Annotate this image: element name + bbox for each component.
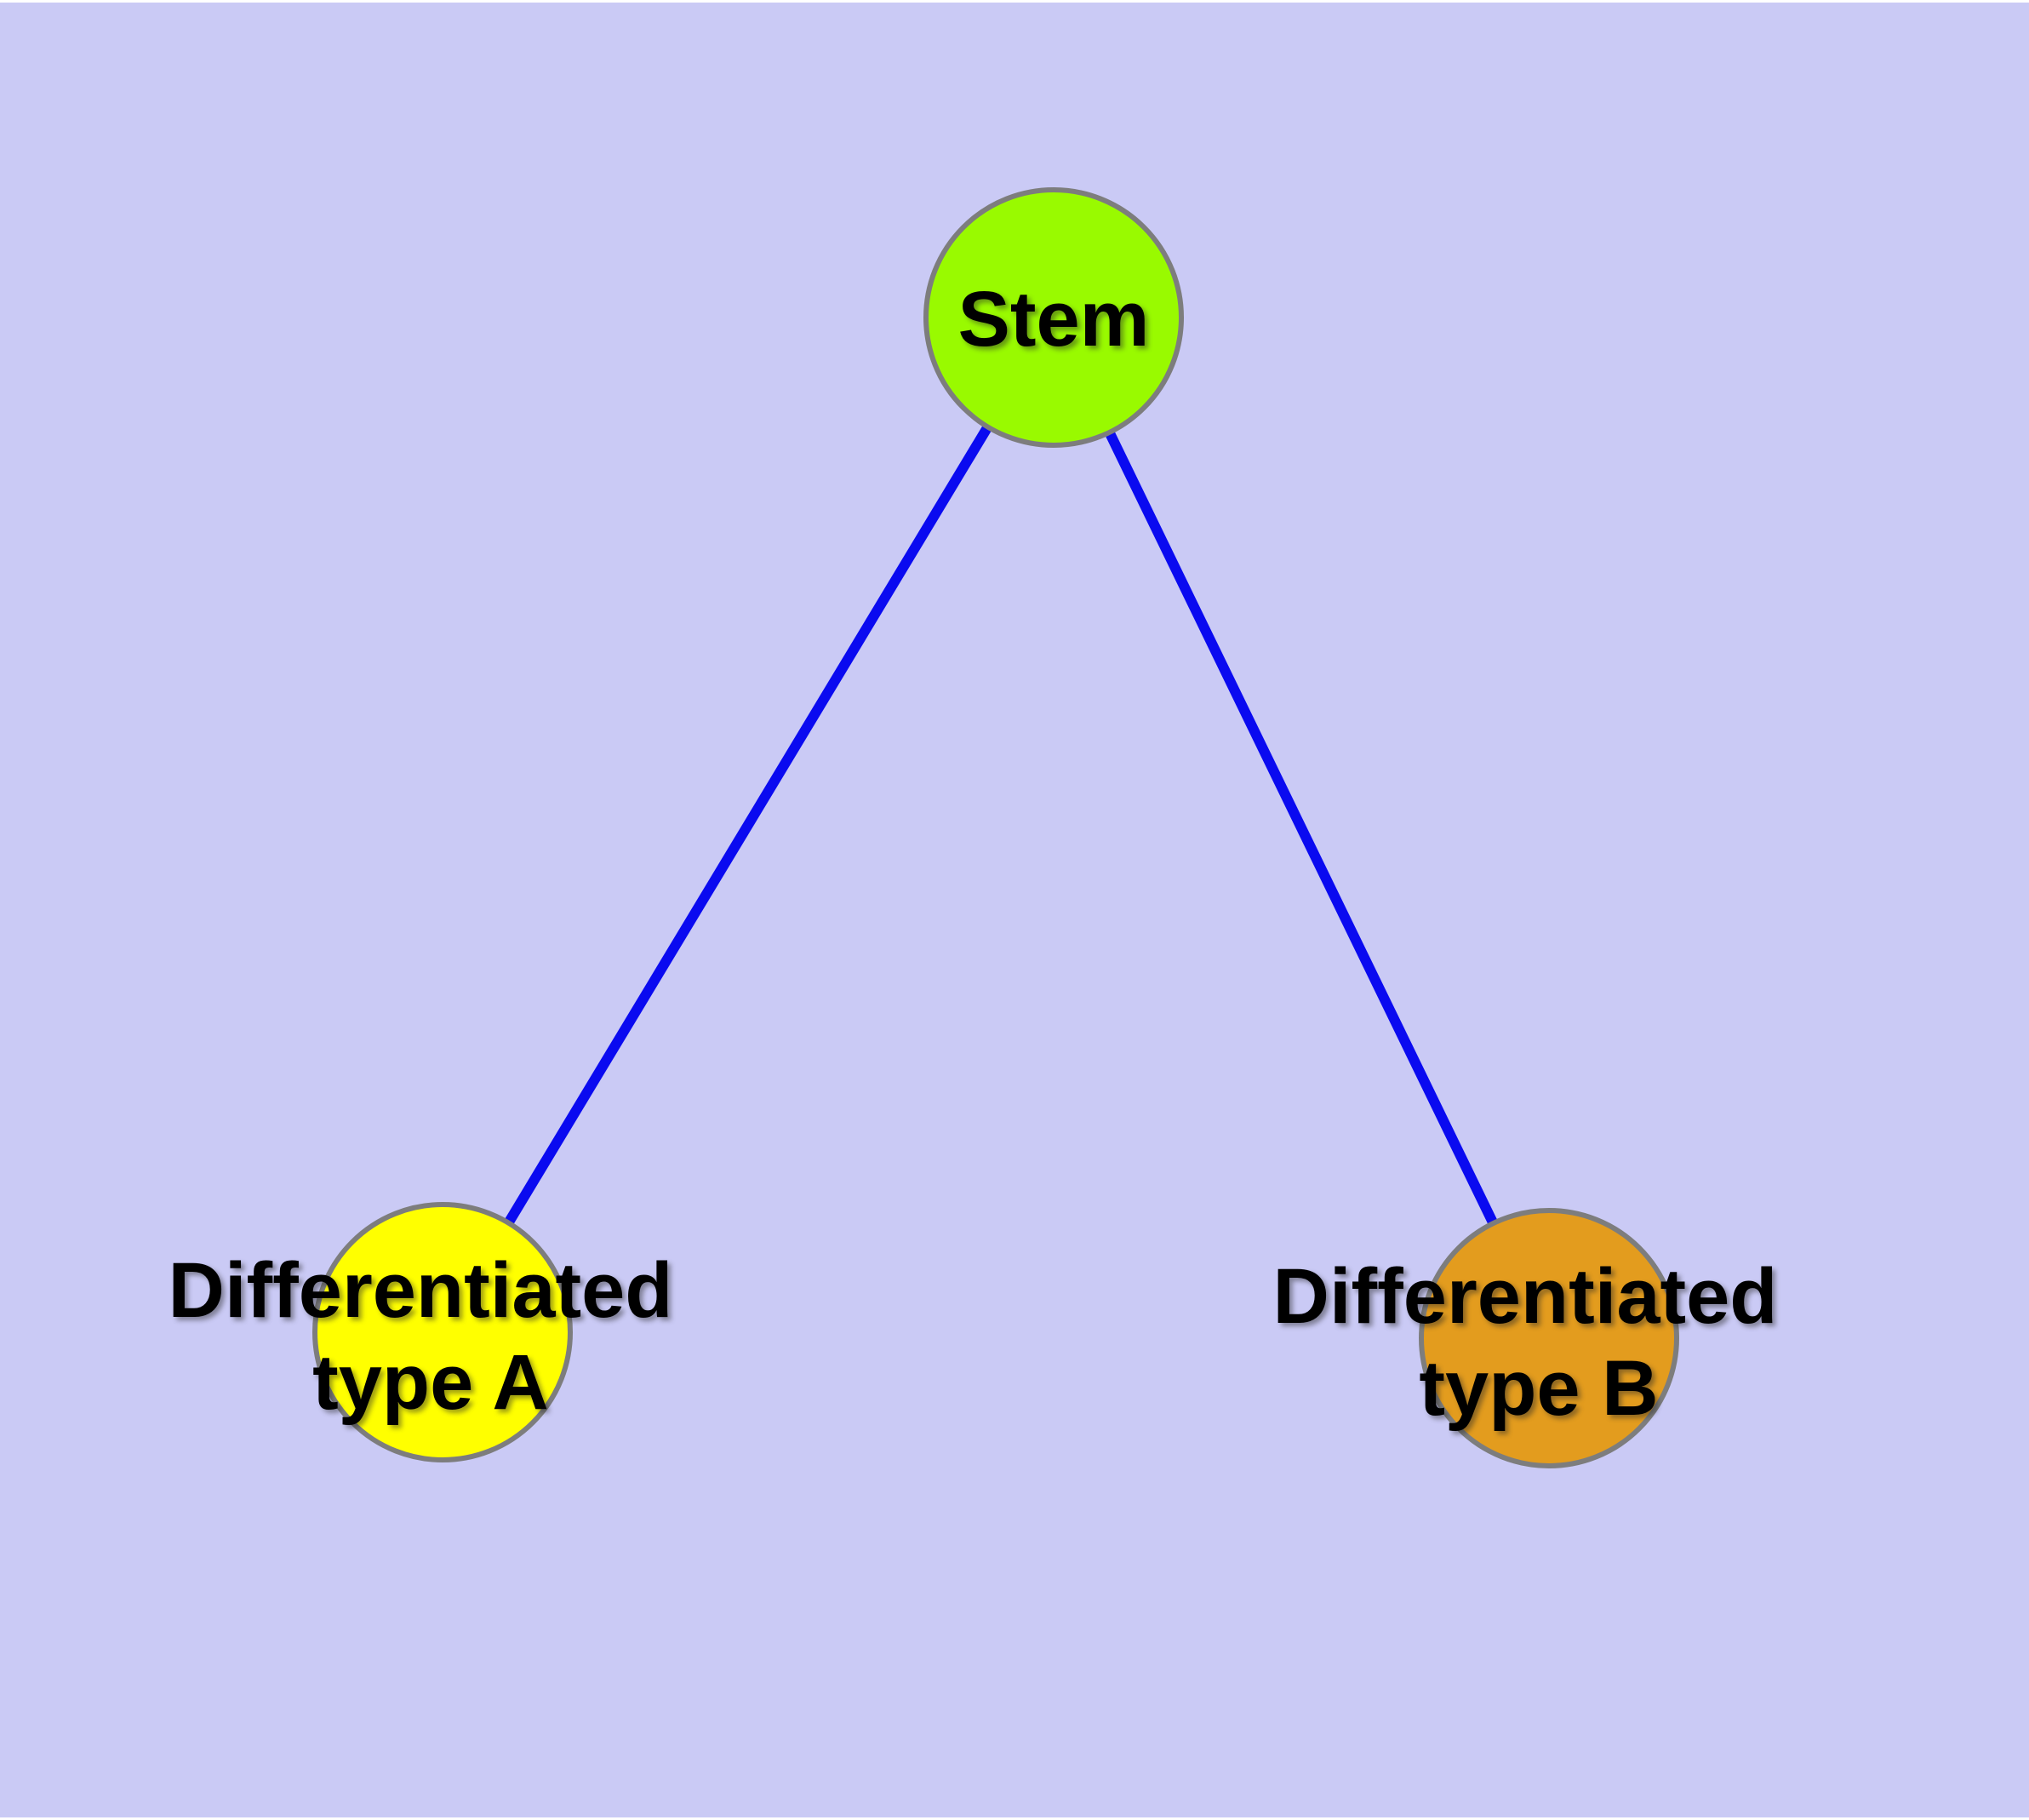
node-type-b-circle: [1419, 1208, 1679, 1468]
node-stem: Stem: [923, 187, 1184, 448]
node-type-b-label-line2: type B: [1419, 1345, 1658, 1432]
node-type-a-label-line2: type A: [312, 1339, 549, 1426]
node-stem-label: Stem: [958, 276, 1150, 363]
node-stem-circle: [923, 187, 1184, 448]
node-differentiated-type-a: Differentiated type A: [169, 1202, 673, 1462]
edge-stem-to-type-b: [1049, 315, 1554, 1341]
node-type-a-circle: [312, 1202, 573, 1462]
edge-stem-to-type-a: [437, 314, 1059, 1336]
node-type-b-label-line1: Differentiated: [1273, 1253, 1778, 1340]
node-type-a-label-line1: Differentiated: [169, 1247, 673, 1334]
node-differentiated-type-b: Differentiated type B: [1273, 1208, 1778, 1468]
